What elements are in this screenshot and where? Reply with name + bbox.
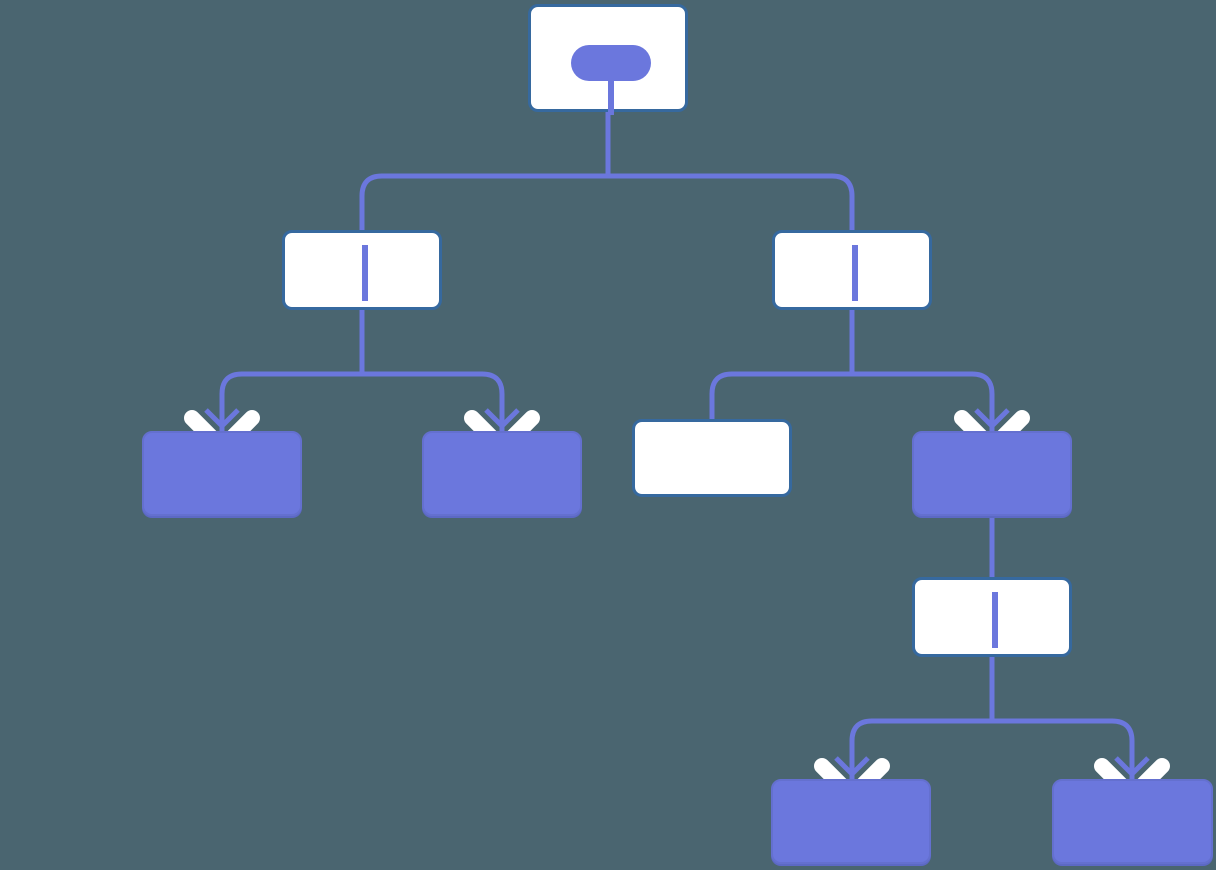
- connector-l2-left-to-l3-a: [219, 310, 365, 437]
- connector-l4-to-l5-b: [989, 657, 1135, 785]
- node-l2-right[interactable]: [772, 230, 932, 310]
- node-l4-internal-line: [992, 592, 998, 648]
- node-l2-left[interactable]: [282, 230, 442, 310]
- node-root[interactable]: [528, 4, 688, 115]
- connector-l2-right-to-l3-d: [849, 310, 995, 437]
- node-l3-a[interactable]: [142, 431, 302, 516]
- connector-root-to-l2-right: [605, 112, 855, 230]
- node-l5-a[interactable]: [771, 779, 931, 864]
- node-l2-right-internal-line: [852, 245, 858, 301]
- node-l2-left-internal-line: [362, 245, 368, 301]
- root-internal-line: [608, 75, 614, 115]
- connector-root-to-l2-left: [359, 112, 611, 230]
- connector-l2-left-to-l3-b: [359, 310, 505, 437]
- node-l3-d[interactable]: [912, 431, 1072, 516]
- node-l3-b[interactable]: [422, 431, 582, 516]
- node-l4[interactable]: [912, 577, 1072, 657]
- connector-l4-to-l5-a: [849, 657, 995, 785]
- node-l3-c[interactable]: [632, 419, 792, 497]
- connector-l2-right-to-l3-c: [709, 310, 855, 419]
- node-l5-b[interactable]: [1052, 779, 1213, 864]
